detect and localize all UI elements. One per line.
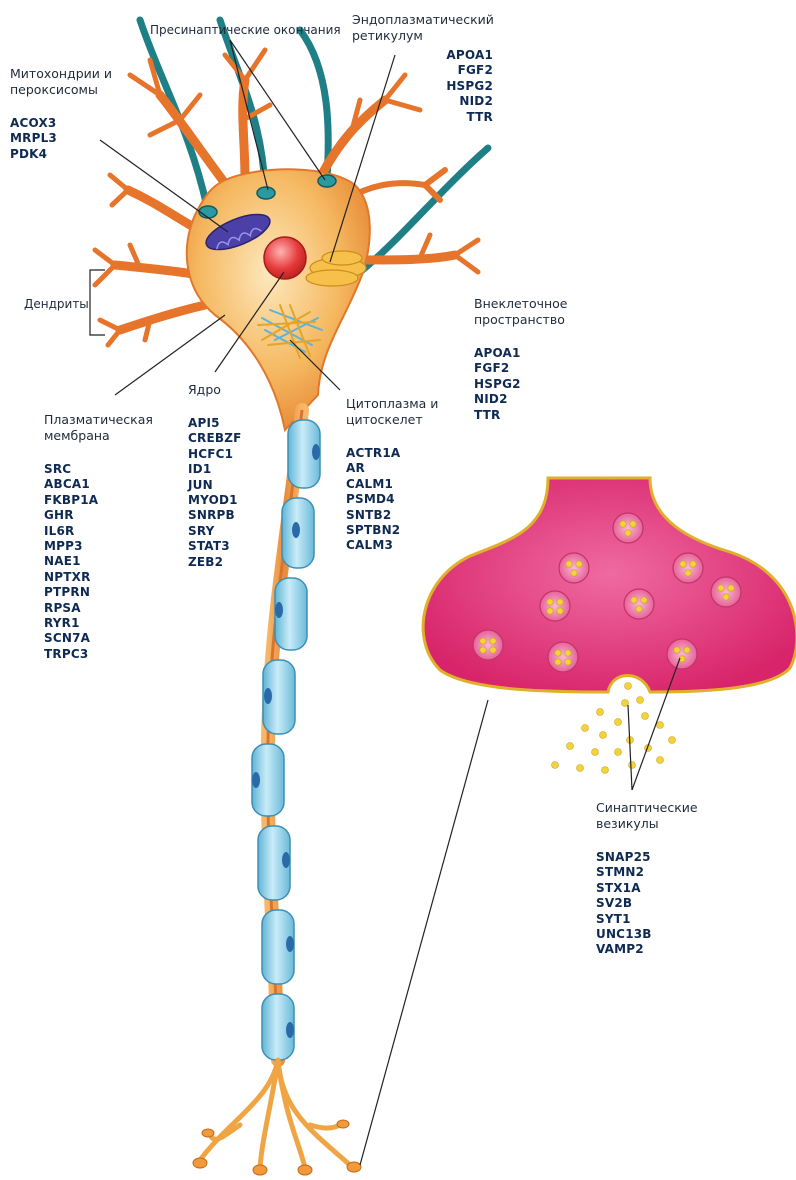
gene: VAMP2 bbox=[596, 942, 652, 957]
gene: GHR bbox=[44, 508, 98, 523]
nucleus-label: Ядро bbox=[188, 382, 221, 398]
gene: CALM3 bbox=[346, 538, 400, 553]
presynaptic-text: Пресинаптические окончания bbox=[150, 22, 341, 38]
gene: MYOD1 bbox=[188, 493, 242, 508]
gene: APOA1 bbox=[441, 48, 493, 63]
axon-terminals bbox=[200, 1060, 350, 1168]
gene: ABCA1 bbox=[44, 477, 98, 492]
er-label: Эндоплазматический ретикулум bbox=[352, 12, 494, 44]
extracellular-label-line: пространство bbox=[474, 312, 568, 328]
gene: HSPG2 bbox=[474, 377, 521, 392]
vesicles-genes: SNAP25 STMN2 STX1A SV2B SYT1 UNC13B VAMP… bbox=[596, 850, 652, 958]
er-genes: APOA1 FGF2 HSPG2 NID2 TTR bbox=[441, 48, 493, 125]
gene: RYR1 bbox=[44, 616, 98, 631]
gene: MRPL3 bbox=[10, 131, 57, 146]
synaptic-terminal bbox=[423, 478, 796, 692]
gene: TTR bbox=[441, 110, 493, 125]
gene: NPTXR bbox=[44, 570, 98, 585]
gene: PTPRN bbox=[44, 585, 98, 600]
gene: APOA1 bbox=[474, 346, 521, 361]
gene: MPP3 bbox=[44, 539, 98, 554]
gene: SV2B bbox=[596, 896, 652, 911]
gene: SRY bbox=[188, 524, 242, 539]
gene: HCFC1 bbox=[188, 447, 242, 462]
dendrites-text: Дендриты bbox=[24, 296, 89, 312]
gene: JUN bbox=[188, 478, 242, 493]
gene: TTR bbox=[474, 408, 521, 423]
gene: SNAP25 bbox=[596, 850, 652, 865]
gene: NID2 bbox=[474, 392, 521, 407]
presynaptic-label: Пресинаптические окончания bbox=[150, 22, 341, 38]
gene: SNRPB bbox=[188, 508, 242, 523]
nucleus-text: Ядро bbox=[188, 382, 221, 398]
mito-label: Митохондрии и пероксисомы bbox=[10, 66, 112, 98]
gene: IL6R bbox=[44, 524, 98, 539]
extracellular-label-line: Внеклеточное bbox=[474, 296, 568, 312]
gene: SRC bbox=[44, 462, 98, 477]
gene: CALM1 bbox=[346, 477, 400, 492]
neurotransmitter-dots bbox=[552, 683, 676, 774]
gene: PSMD4 bbox=[346, 492, 400, 507]
gene: NAE1 bbox=[44, 554, 98, 569]
extracellular-label: Внеклеточное пространство bbox=[474, 296, 568, 328]
gene: CREBZF bbox=[188, 431, 242, 446]
gene: ID1 bbox=[188, 462, 242, 477]
gene: STAT3 bbox=[188, 539, 242, 554]
gene: ACTR1A bbox=[346, 446, 400, 461]
gene: HSPG2 bbox=[441, 79, 493, 94]
gene: SYT1 bbox=[596, 912, 652, 927]
membrane-label-line: мембрана bbox=[44, 428, 153, 444]
gene: FGF2 bbox=[441, 63, 493, 78]
gene: FGF2 bbox=[474, 361, 521, 376]
gene: PDK4 bbox=[10, 147, 57, 162]
gene: UNC13B bbox=[596, 927, 652, 942]
gene: STMN2 bbox=[596, 865, 652, 880]
gene: RPSA bbox=[44, 601, 98, 616]
gene: ACOX3 bbox=[10, 116, 57, 131]
mito-label-line: пероксисомы bbox=[10, 82, 112, 98]
extracellular-genes: APOA1 FGF2 HSPG2 NID2 TTR bbox=[474, 346, 521, 423]
gene: AR bbox=[346, 461, 400, 476]
er-label-line: ретикулум bbox=[352, 28, 494, 44]
gene: STX1A bbox=[596, 881, 652, 896]
membrane-label: Плазматическая мембрана bbox=[44, 412, 153, 444]
gene: ZEB2 bbox=[188, 555, 242, 570]
cytoplasm-label-line: цитоскелет bbox=[346, 412, 438, 428]
gene: SPTBN2 bbox=[346, 523, 400, 538]
cytoplasm-genes: ACTR1A AR CALM1 PSMD4 SNTB2 SPTBN2 CALM3 bbox=[346, 446, 400, 554]
gene: FKBP1A bbox=[44, 493, 98, 508]
gene: API5 bbox=[188, 416, 242, 431]
gene: TRPC3 bbox=[44, 647, 98, 662]
nucleus-genes: API5 CREBZF HCFC1 ID1 JUN MYOD1 SNRPB SR… bbox=[188, 416, 242, 570]
cytoplasm-label-line: Цитоплазма и bbox=[346, 396, 438, 412]
nucleus bbox=[264, 237, 306, 279]
vesicles-label-line: Синаптические bbox=[596, 800, 698, 816]
dendrites-label: Дендриты bbox=[24, 296, 89, 312]
gene: SCN7A bbox=[44, 631, 98, 646]
membrane-label-line: Плазматическая bbox=[44, 412, 153, 428]
vesicles-label: Синаптические везикулы bbox=[596, 800, 698, 832]
gene: SNTB2 bbox=[346, 508, 400, 523]
gene: NID2 bbox=[441, 94, 493, 109]
mito-genes: ACOX3 MRPL3 PDK4 bbox=[10, 116, 57, 162]
mito-label-line: Митохондрии и bbox=[10, 66, 112, 82]
cytoplasm-label: Цитоплазма и цитоскелет bbox=[346, 396, 438, 428]
membrane-genes: SRC ABCA1 FKBP1A GHR IL6R MPP3 NAE1 NPTX… bbox=[44, 462, 98, 662]
er-label-line: Эндоплазматический bbox=[352, 12, 494, 28]
vesicles-label-line: везикулы bbox=[596, 816, 698, 832]
